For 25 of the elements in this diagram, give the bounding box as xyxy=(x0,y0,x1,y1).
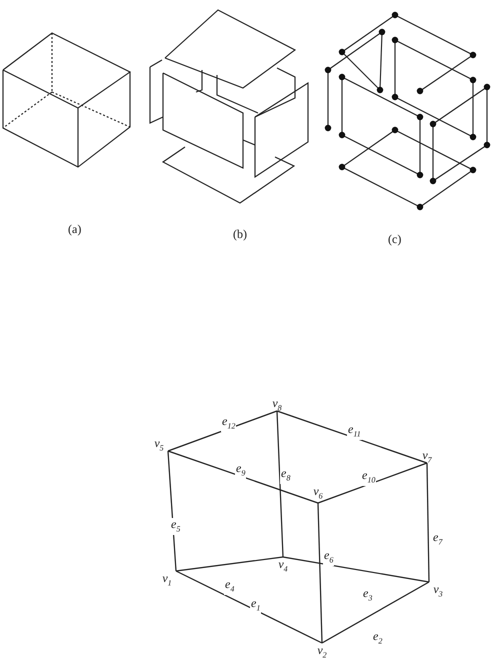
cube-edge-line xyxy=(318,462,428,504)
vertex-label: v$_{6}$ xyxy=(313,484,323,498)
cube-edge-line xyxy=(176,570,322,644)
panel-label: (a) xyxy=(68,222,82,237)
vertex-label: v$_{8}$ xyxy=(272,396,282,410)
vertex-label: v$_{4}$ xyxy=(278,557,288,571)
edge-label: e$_{8}$ xyxy=(280,467,292,484)
cube-edge-line xyxy=(176,556,284,572)
cube-edge-line xyxy=(276,410,428,464)
panel-label: (b) xyxy=(233,227,247,242)
cube-edge-line xyxy=(282,556,430,583)
vertex-label: v$_{2}$ xyxy=(317,643,327,657)
edge-label: e$_{5}$ xyxy=(170,518,182,536)
vertex-label: v$_{3}$ xyxy=(433,582,443,596)
cube-edge-line xyxy=(167,450,177,572)
cube-edge-line xyxy=(276,410,284,558)
vertex-label: v$_{1}$ xyxy=(162,571,172,585)
cube-edge-line xyxy=(322,581,430,644)
cube-edge-line xyxy=(168,410,278,452)
cube-edge-line xyxy=(317,502,323,644)
vertex-label: v$_{5}$ xyxy=(154,436,164,450)
cube-edge-line xyxy=(168,450,318,504)
panel-label: (c) xyxy=(388,232,402,247)
cube-edge-line xyxy=(426,462,430,582)
vertex-label: v$_{7}$ xyxy=(422,448,432,462)
